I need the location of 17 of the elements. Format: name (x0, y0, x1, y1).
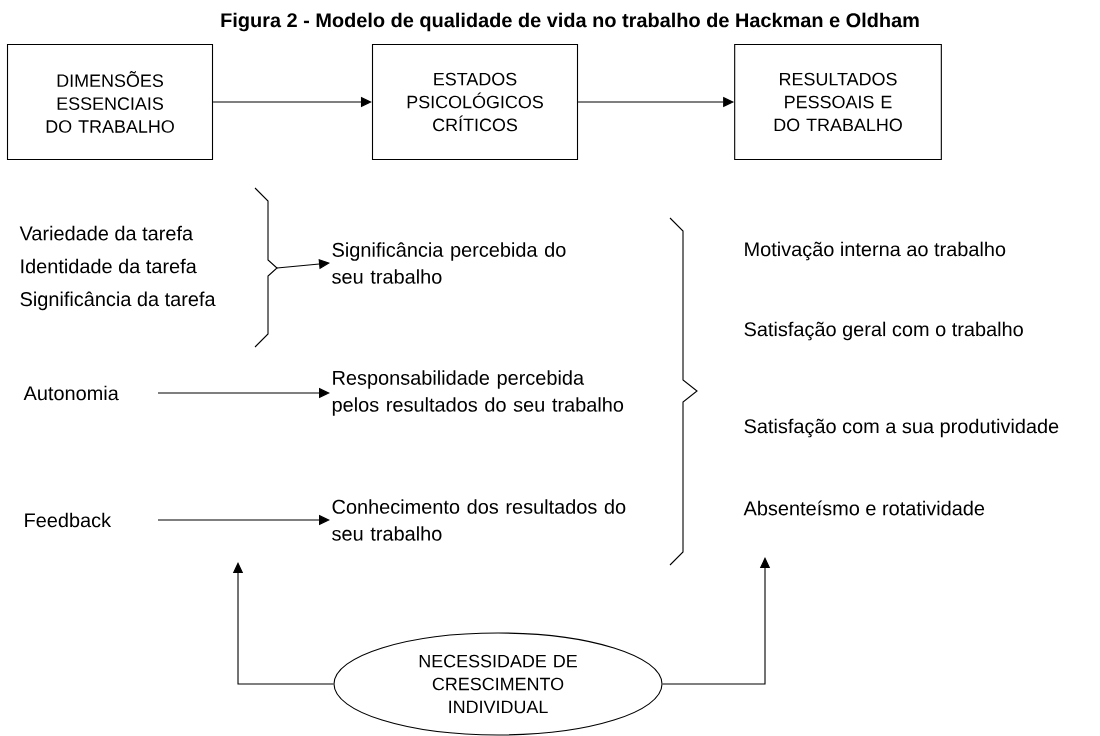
outcome-text: Satisfação com a sua produtividade (744, 418, 1059, 438)
process-box: ESTADOS PSICOLÓGICOS CRÍTICOS (371, 43, 579, 161)
list-item: Significância da tarefa (20, 291, 216, 311)
outcome-text: Motivação interna ao trabalho (745, 241, 1006, 261)
arrow (232, 562, 334, 685)
node-text: Significância percebida do seu trabalho (332, 242, 566, 284)
list-item: Identidade da tarefa (21, 258, 197, 274)
process-box: DIMENSÕES ESSENCIAIS DO TRABALHO (6, 43, 214, 161)
node-text: Responsabilidade percebida pelos resultados do seu trabalho (332, 370, 624, 416)
node-text: Conhecimento dos resultados do seu trabalho (332, 499, 626, 541)
process-box: RESULTADOS PESSOAIS E DO TRABALHO (734, 43, 942, 161)
list-item: Variedade da tarefa (19, 225, 194, 241)
title: Figura 2 - Modelo de qualidade de vida no trabalho de Hackman e Oldham (221, 12, 919, 32)
node-text: Autonomia (23, 385, 119, 401)
outcome-text: Absenteísmo e rotatividade (743, 500, 985, 516)
node-text: Feedback (25, 512, 112, 528)
outcome-text: Satisfação geral com o trabalho (744, 321, 1023, 341)
